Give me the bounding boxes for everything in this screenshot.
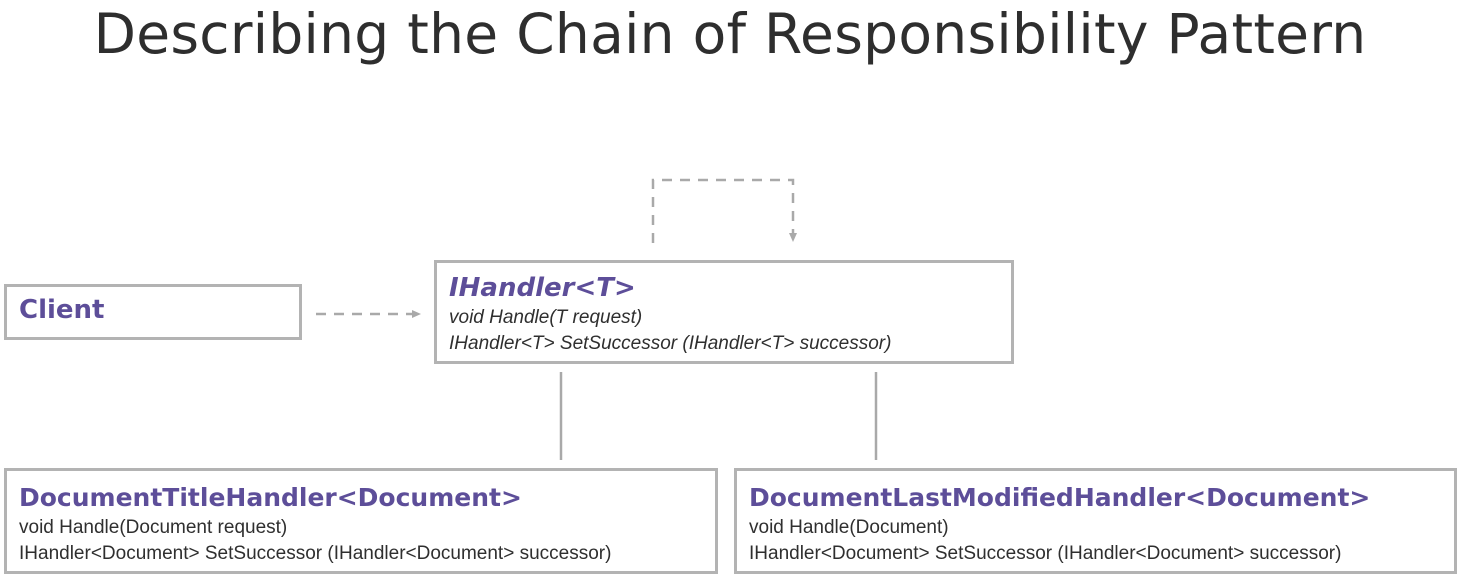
client-box: Client — [4, 284, 302, 340]
document-last-modified-handler-method-handle: void Handle(Document) — [749, 517, 949, 538]
document-title-handler-name: DocumentTitleHandler<Document> — [19, 483, 522, 512]
ihandler-interface-box: IHandler<T> void Handle(T request) IHand… — [434, 260, 1014, 364]
document-last-modified-handler-box: DocumentLastModifiedHandler<Document> vo… — [734, 468, 1457, 574]
ihandler-method-handle: void Handle(T request) — [449, 307, 643, 328]
page-title: Describing the Chain of Responsibility P… — [93, 2, 1367, 66]
client-name: Client — [19, 295, 105, 325]
document-title-handler-box: DocumentTitleHandler<Document> void Hand… — [4, 468, 718, 574]
ihandler-name: IHandler<T> — [449, 273, 636, 303]
ihandler-method-set-successor: IHandler<T> SetSuccessor (IHandler<T> su… — [449, 333, 892, 354]
document-last-modified-handler-name: DocumentLastModifiedHandler<Document> — [749, 483, 1371, 512]
document-last-modified-handler-method-set-successor: IHandler<Document> SetSuccessor (IHandle… — [749, 543, 1342, 564]
document-title-handler-method-set-successor: IHandler<Document> SetSuccessor (IHandle… — [19, 543, 612, 564]
document-title-handler-method-handle: void Handle(Document request) — [19, 517, 288, 538]
successor-self-loop-dashed-arrow — [651, 178, 797, 243]
